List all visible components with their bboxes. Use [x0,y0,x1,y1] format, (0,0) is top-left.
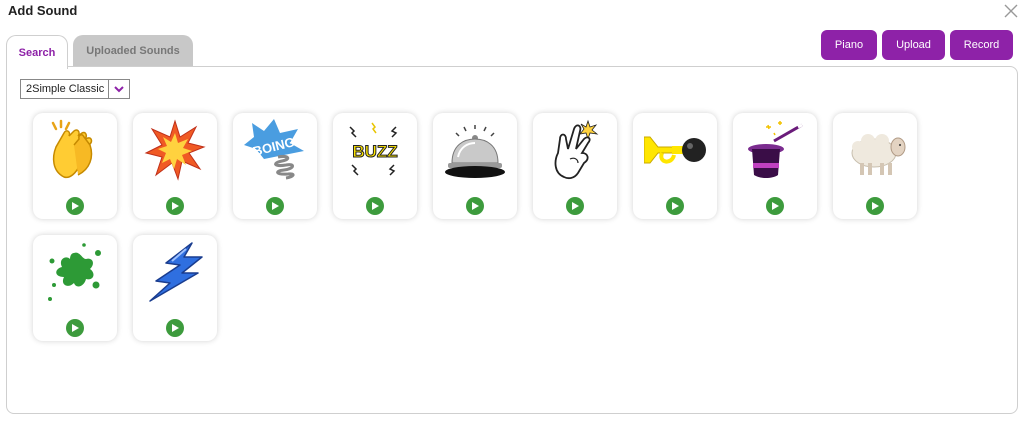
service-bell-icon [445,125,505,178]
finger-snap-icon [554,119,599,180]
play-button[interactable] [166,197,184,215]
sound-card-explosion[interactable] [133,113,217,219]
tab-search[interactable]: Search [6,35,68,69]
sound-card-lightning[interactable] [133,235,217,341]
upload-button[interactable]: Upload [882,30,945,60]
sound-card-snap[interactable] [533,113,617,219]
sound-card-magic[interactable] [733,113,817,219]
boing-spring-icon: BOING [244,119,304,180]
play-icon [872,202,879,210]
buzz-icon: BUZZ [349,122,398,176]
play-icon [672,202,679,210]
play-button[interactable] [266,197,284,215]
play-button[interactable] [366,197,384,215]
horn-icon [644,136,706,164]
sound-card-buzz[interactable]: BUZZ [333,113,417,219]
splat-icon [48,243,101,301]
sound-card-horn[interactable] [633,113,717,219]
lightning-bolt-icon [149,242,203,302]
play-icon [472,202,479,210]
play-button[interactable] [566,197,584,215]
sound-panel: 2Simple Classic BOING [6,66,1018,414]
sheep-icon [851,134,906,175]
library-select[interactable]: 2Simple Classic [20,79,130,99]
piano-button[interactable]: Piano [821,30,877,60]
play-icon [172,324,179,332]
play-icon [272,202,279,210]
play-icon [572,202,579,210]
play-icon [372,202,379,210]
buzz-label: BUZZ [352,142,397,161]
play-button[interactable] [766,197,784,215]
library-select-value: 2Simple Classic [26,83,105,95]
play-button[interactable] [66,319,84,337]
play-button[interactable] [166,319,184,337]
play-icon [72,202,79,210]
magic-hat-icon [748,121,803,178]
sound-card-boing[interactable]: BOING [233,113,317,219]
clapping-hands-icon [51,119,93,179]
close-icon[interactable] [1002,2,1020,20]
record-button[interactable]: Record [950,30,1013,60]
play-icon [772,202,779,210]
chevron-down-icon[interactable] [108,80,129,98]
play-icon [172,202,179,210]
sound-card-clapping[interactable] [33,113,117,219]
tab-uploaded-sounds[interactable]: Uploaded Sounds [73,35,193,67]
explosion-icon [144,119,206,181]
play-button[interactable] [466,197,484,215]
play-button[interactable] [666,197,684,215]
sound-card-bell[interactable] [433,113,517,219]
dialog-title: Add Sound [8,3,78,18]
play-icon [72,324,79,332]
play-button[interactable] [66,197,84,215]
sound-card-splat[interactable] [33,235,117,341]
sound-card-sheep[interactable] [833,113,917,219]
play-button[interactable] [866,197,884,215]
